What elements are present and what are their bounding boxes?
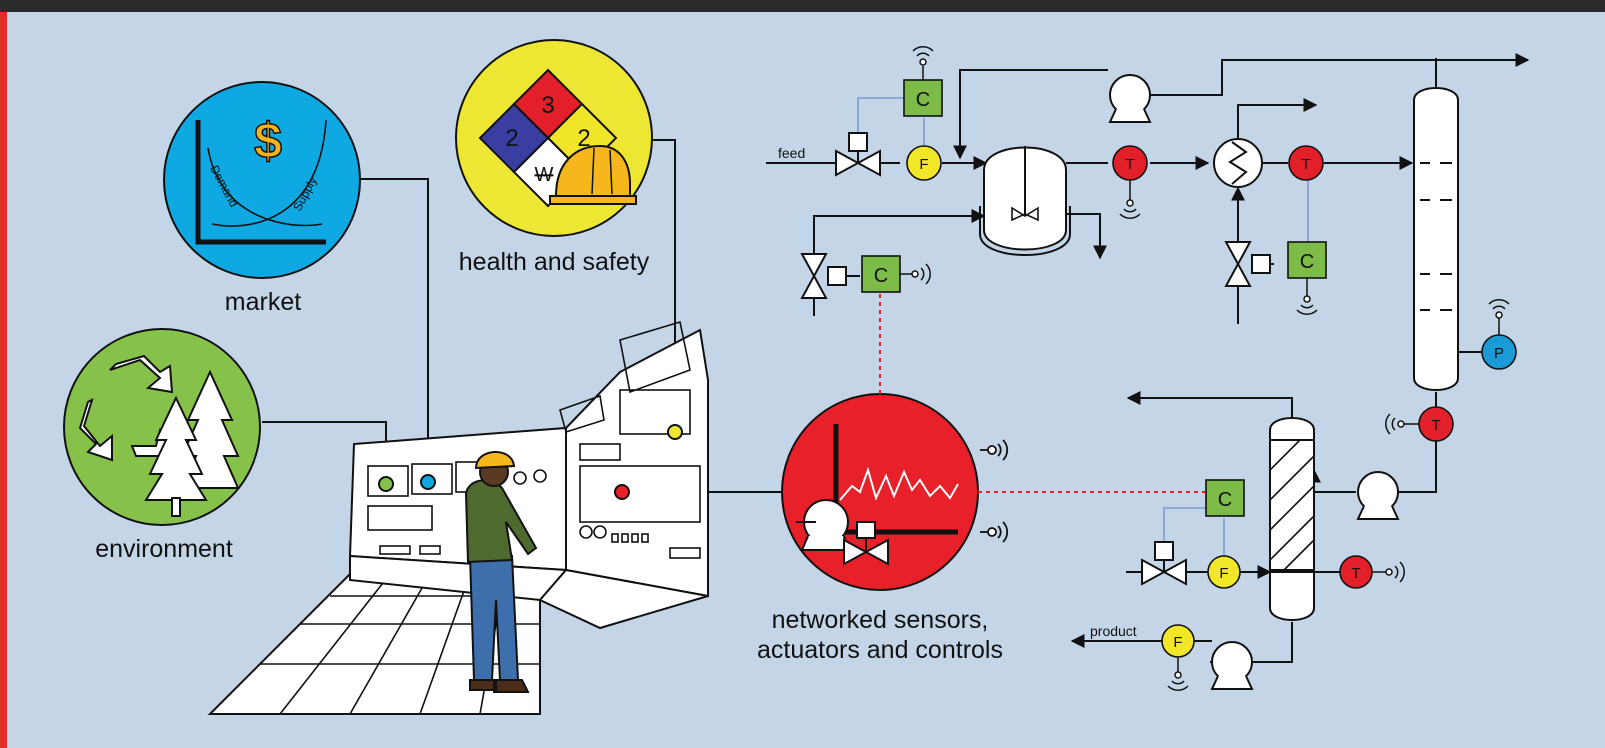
svg-text:T: T <box>1301 156 1310 173</box>
temperature-sensor-exchanger: T <box>1288 145 1324 181</box>
environment-indicator <box>378 476 394 492</box>
pine-tree-icon <box>144 369 240 517</box>
safety-connector <box>651 139 676 432</box>
bottoms-pump <box>1357 471 1399 520</box>
frame-left-bar <box>0 0 7 748</box>
nfpa-reactivity: 2 <box>577 125 590 152</box>
panel-2 <box>411 463 453 495</box>
exchanger-valve <box>1225 241 1271 287</box>
product-pump <box>1211 641 1253 690</box>
wireless-signal-icon <box>980 439 1009 543</box>
environment-label: environment <box>95 535 233 563</box>
market-indicator <box>420 474 436 490</box>
panel-6 <box>579 443 621 461</box>
flow-sensor-product: F <box>1161 624 1195 658</box>
controller-cooling: C <box>861 255 901 293</box>
nfpa-health: 3 <box>541 92 554 119</box>
network-label-line2: actuators and controls <box>757 636 1003 664</box>
network-badge <box>781 393 1009 591</box>
panel-8 <box>619 320 691 394</box>
panel-4 <box>367 505 433 531</box>
temperature-sensor-bottoms: T <box>1418 406 1454 442</box>
environment-badge <box>63 328 261 526</box>
nfpa-flammability: 2 <box>505 125 518 152</box>
valve-icon <box>843 521 889 566</box>
feed-label: feed <box>778 145 805 161</box>
demand-curve <box>207 147 323 227</box>
svg-text:F: F <box>919 156 928 173</box>
distillation-column-icon <box>1413 87 1459 391</box>
safety-indicator <box>667 424 683 440</box>
svg-text:T: T <box>1431 417 1440 434</box>
heat-exchanger-icon <box>1213 138 1263 188</box>
packed-column-icon <box>1269 417 1315 621</box>
signal-trace <box>839 466 959 501</box>
market-axes <box>195 120 326 245</box>
feed-valve <box>835 132 881 176</box>
panel-1 <box>367 465 409 497</box>
svg-text:C: C <box>916 89 930 111</box>
svg-text:C: C <box>1218 489 1232 511</box>
console-right-desk <box>538 568 709 630</box>
network-indicator <box>614 484 630 500</box>
market-label: market <box>225 288 301 316</box>
panel-5 <box>579 465 701 523</box>
controller-reflux: C <box>1205 479 1245 517</box>
health-safety-label: health and safety <box>459 248 650 276</box>
supply-curve <box>211 119 327 227</box>
signal-lines <box>857 97 1309 558</box>
market-connector <box>360 178 429 478</box>
frame-top-bar <box>0 0 1605 12</box>
market-badge: Demand Supply $ <box>163 81 361 279</box>
svg-text:T: T <box>1125 156 1134 173</box>
controller-feed: C <box>903 79 943 117</box>
nfpa-special: W <box>535 164 554 186</box>
hardhat-icon <box>549 144 637 205</box>
svg-text:F: F <box>1219 565 1228 582</box>
network-label-line1: networked sensors, <box>772 606 989 634</box>
panel-7 <box>619 389 691 435</box>
safety-badge: 3 2 2 W <box>455 39 653 237</box>
svg-text:C: C <box>874 265 888 287</box>
svg-text:C: C <box>1300 251 1314 273</box>
product-label: product <box>1090 623 1137 639</box>
svg-text:P: P <box>1494 345 1504 362</box>
temperature-sensor-packed: T <box>1339 555 1373 589</box>
temperature-sensor-reactor: T <box>1112 145 1148 181</box>
recycle-pump <box>1109 74 1151 123</box>
wireless-emitters <box>900 46 1510 691</box>
flow-sensor-reflux: F <box>1207 555 1241 589</box>
flow-sensor-feed: F <box>906 145 942 181</box>
pump-icon <box>796 499 850 551</box>
network-links <box>879 294 1206 493</box>
controller-exchanger: C <box>1287 241 1327 279</box>
reflux-valve <box>1141 541 1187 585</box>
panel-9 <box>559 394 605 434</box>
dollar-icon: $ <box>254 113 282 169</box>
cooling-valve <box>801 253 847 299</box>
operator-icon <box>464 451 538 693</box>
reactor-icon <box>979 146 1071 256</box>
svg-text:F: F <box>1173 634 1182 651</box>
svg-text:T: T <box>1351 565 1360 582</box>
